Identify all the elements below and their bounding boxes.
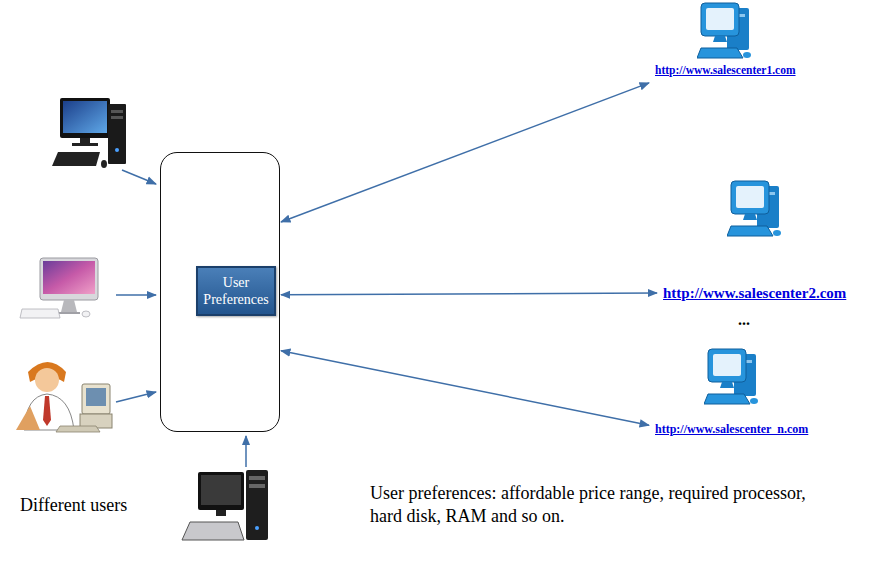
computer-icon — [720, 382, 734, 388]
person-icon — [16, 406, 40, 430]
computer-icon — [773, 230, 781, 236]
desktop-icon — [72, 143, 98, 146]
desktop-icon — [60, 98, 110, 138]
link-arrow — [281, 293, 657, 295]
workstation-icon — [255, 526, 259, 530]
computer-icon — [701, 3, 739, 36]
imac-icon — [43, 261, 95, 294]
workstation-icon — [182, 522, 244, 540]
link-arrow — [281, 351, 649, 425]
user-arrow — [116, 392, 156, 402]
computer-icon — [743, 214, 757, 220]
computer-icon — [697, 0, 753, 62]
user-arrow — [116, 294, 156, 296]
link-arrow — [281, 83, 649, 222]
imac-icon — [40, 258, 98, 300]
person-icon — [35, 368, 59, 392]
computer-icon — [743, 52, 751, 58]
computer-icon — [727, 226, 773, 236]
workstation-icon — [216, 510, 226, 516]
box-label: User Preferences — [203, 274, 268, 308]
imac-icon — [20, 258, 98, 318]
desktop-icon — [52, 98, 126, 168]
group-label: Different users — [20, 494, 127, 517]
computer-icon — [727, 178, 783, 240]
ellipsis-mark: ... — [738, 310, 750, 331]
computer-icon — [736, 186, 764, 208]
desktop-icon — [63, 101, 107, 133]
preference-box: User Preferences — [196, 266, 275, 316]
person-icon — [82, 384, 110, 414]
computer-icon — [713, 36, 727, 42]
user-arrow — [245, 436, 247, 467]
sales-server: http://www.salescenter_n.com — [652, 346, 811, 436]
person-icon — [86, 388, 106, 406]
imac-icon — [61, 300, 77, 312]
desktop-icon — [115, 148, 119, 152]
workstation-icon — [246, 470, 268, 540]
workstation-icon — [249, 476, 265, 480]
desktop-icon — [52, 152, 100, 166]
desktop-icon — [111, 110, 123, 113]
computer-icon — [713, 354, 741, 376]
person-icon — [56, 426, 100, 432]
desktop-icon — [111, 116, 123, 119]
sales-server: http://www.salescenter1.com — [652, 0, 799, 78]
desktop-icon — [108, 104, 126, 164]
url-link: http://www.salescenter2.com — [660, 284, 849, 302]
desktop-icon — [101, 160, 107, 168]
imac-icon — [82, 311, 90, 317]
workstation-icon — [201, 475, 241, 505]
person-icon — [16, 362, 112, 432]
computer-icon — [750, 398, 758, 404]
workstation-icon — [249, 484, 265, 488]
url-link: http://www.salescenter_n.com — [652, 422, 811, 436]
computer-icon — [704, 346, 760, 408]
computer-icon — [697, 48, 743, 58]
note-text: User preferences: affordable price range… — [370, 482, 840, 529]
person-icon — [43, 396, 51, 426]
computer-icon — [708, 349, 746, 382]
computer-icon — [704, 394, 750, 404]
system-box: User Preferences — [160, 152, 280, 432]
computer-icon — [731, 181, 769, 214]
imac-icon — [20, 309, 60, 318]
url-link: http://www.salescenter1.com — [652, 64, 799, 78]
workstation-icon — [182, 470, 268, 540]
user-arrow — [122, 170, 156, 184]
computer-icon — [706, 8, 734, 30]
sales-server: http://www.salescenter2.com — [660, 178, 849, 302]
workstation-icon — [198, 472, 244, 510]
imac-icon — [58, 312, 80, 314]
